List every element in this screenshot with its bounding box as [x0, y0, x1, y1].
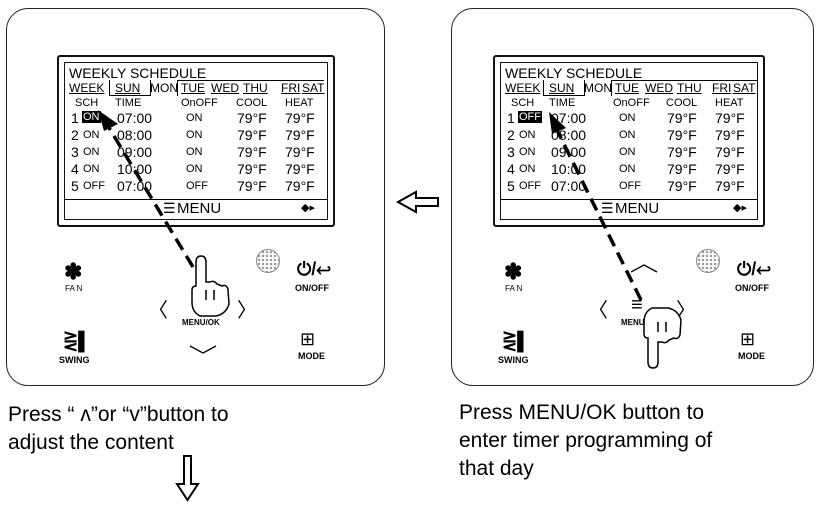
- day-sun: SUN: [115, 81, 141, 95]
- onoff-label: ON/OFF: [735, 283, 769, 293]
- menu-lines-icon: ≡: [631, 294, 643, 316]
- fan-icon: ✽: [504, 259, 523, 284]
- left-chevron-button[interactable]: 〈: [588, 300, 608, 322]
- lcd-display: WEEKLY SCHEDULE WEEK SUN MON TUE WED THU…: [500, 62, 758, 220]
- day-row: WEEK SUN MON TUE WED THU FRI SAT: [69, 80, 325, 96]
- schedule-row: 3 ON 09:00 ON 79°F 79°F: [71, 144, 315, 160]
- lcd-title: WEEKLY SCHEDULE: [505, 65, 643, 81]
- menu-ok-label: MENU/OK: [621, 318, 659, 327]
- chevron-up-icon: [630, 264, 658, 273]
- day-mon: MON: [150, 81, 178, 95]
- right-chevron-button[interactable]: 〉: [676, 300, 696, 322]
- day-tue: TUE: [181, 81, 205, 95]
- caption-left-line: adjust the content: [8, 431, 174, 454]
- swing-icon: ⋛▌: [63, 331, 91, 351]
- hdr-sch: SCH: [75, 97, 99, 109]
- menu-ok-button[interactable]: ≡ MENU/OK: [182, 294, 236, 334]
- nav-glyph-icon: ◆▸: [301, 202, 315, 214]
- menu-ok-button[interactable]: ≡ MENU/OK: [621, 294, 675, 334]
- swing-button[interactable]: ⋛▌ SWING: [496, 331, 536, 371]
- menu-ok-label: MENU/OK: [182, 318, 220, 327]
- lcd-screen-right: WEEKLY SCHEDULE WEEK SUN MON TUE WED THU…: [493, 55, 765, 227]
- day-selection-box: [543, 80, 585, 96]
- hdr-heat: HEAT: [285, 97, 314, 109]
- sch-selected: OFF: [518, 111, 542, 123]
- schedule-row: 1 ON 07:00 ON 79°F 79°F: [71, 110, 315, 126]
- swing-label: SWING: [498, 355, 529, 365]
- menu-lines-icon: ☰: [601, 200, 614, 216]
- lcd-screen-left: WEEKLY SCHEDULE WEEK SUN MON TUE WED THU…: [57, 55, 335, 227]
- mode-button[interactable]: ⊞ MODE: [295, 329, 335, 369]
- hdr-cool: COOL: [236, 97, 268, 109]
- caption-right-line: that day: [459, 457, 534, 480]
- sch-selected: ON: [82, 111, 101, 123]
- fan-button[interactable]: ✽ FA N: [58, 259, 98, 299]
- controller-panel-right: WEEKLY SCHEDULE WEEK SUN MON TUE WED THU…: [451, 8, 814, 386]
- power-button[interactable]: ⏻/↩ ON/OFF: [732, 259, 782, 299]
- up-button[interactable]: [629, 261, 659, 275]
- caption-right-line: enter timer programming of: [459, 429, 713, 452]
- lcd-menu-label: MENU: [177, 200, 222, 217]
- mode-grid-icon: ⊞: [740, 329, 756, 349]
- day-sat: SAT: [302, 81, 325, 95]
- nav-glyph-icon: ◆▸: [733, 202, 747, 214]
- swing-icon: ⋛▌: [502, 331, 530, 351]
- arrow-left-icon: [395, 190, 439, 214]
- schedule-row: 5 OFF 07:00 OFF 79°F 79°F: [507, 178, 745, 194]
- onoff-label: ON/OFF: [295, 283, 329, 293]
- fan-icon: ✽: [64, 259, 83, 284]
- schedule-row: 3 ON 09:00 ON 79°F 79°F: [507, 144, 745, 160]
- caption-left: Press “ ʌ”or “v”button to adjust the con…: [8, 401, 229, 457]
- day-thu: THU: [243, 81, 268, 95]
- arrow-down-icon: [175, 455, 200, 502]
- power-back-icon: ⏻/↩: [297, 259, 331, 279]
- fan-button[interactable]: ✽ FA N: [498, 259, 538, 299]
- day-selection-box-2: [177, 80, 324, 96]
- mode-button[interactable]: ⊞ MODE: [735, 329, 775, 369]
- menu-lines-icon: ≡: [192, 294, 204, 316]
- schedule-row: 1 OFF 07:00 ON 79°F 79°F: [507, 110, 745, 126]
- swing-button[interactable]: ⋛▌ SWING: [57, 331, 97, 371]
- sensor-icon: [256, 249, 280, 273]
- caption-right-line: Press MENU/OK button to: [459, 401, 705, 424]
- hdr-time: TIME: [115, 97, 142, 109]
- day-wed: WED: [211, 81, 239, 95]
- swing-label: SWING: [59, 355, 90, 365]
- schedule-row: 4 ON 10:00 ON 79°F 79°F: [71, 161, 315, 177]
- lcd-divider: [65, 199, 327, 200]
- fan-label: FA N: [505, 284, 523, 293]
- hdr-onoff: OnOFF: [181, 97, 218, 109]
- day-row: WEEK SUN MON TUE WED THU FRI SAT: [505, 80, 760, 96]
- controller-panel-left: WEEKLY SCHEDULE WEEK SUN MON TUE WED THU…: [6, 8, 385, 386]
- schedule-row: 4 ON 10:00 ON 79°F 79°F: [507, 161, 745, 177]
- up-button[interactable]: [188, 262, 218, 276]
- sensor-icon: [696, 249, 720, 273]
- chevron-down-icon: [189, 345, 217, 354]
- day-week: WEEK: [69, 81, 105, 95]
- left-chevron-button[interactable]: 〈: [148, 300, 168, 322]
- mode-label: MODE: [738, 351, 765, 361]
- lcd-title: WEEKLY SCHEDULE: [69, 65, 207, 81]
- day-fri: FRI: [281, 81, 301, 95]
- lcd-display: WEEKLY SCHEDULE WEEK SUN MON TUE WED THU…: [64, 62, 328, 220]
- schedule-row: 2 ON 08:00 ON 79°F 79°F: [507, 127, 745, 143]
- caption-right: Press MENU/OK button to enter timer prog…: [459, 399, 712, 483]
- mode-grid-icon: ⊞: [300, 329, 316, 349]
- mode-label: MODE: [298, 351, 325, 361]
- down-button[interactable]: [188, 343, 218, 361]
- day-selection-box-2: [611, 80, 758, 96]
- day-selection-box: [109, 80, 151, 96]
- menu-lines-icon: ☰: [163, 200, 176, 216]
- schedule-row: 5 OFF 07:00 OFF 79°F 79°F: [71, 178, 315, 194]
- power-back-icon: ⏻/↩: [737, 259, 771, 279]
- lcd-menu-label: MENU: [615, 200, 660, 217]
- power-button[interactable]: ⏻/↩ ON/OFF: [292, 259, 342, 299]
- caption-left-line: Press “ ʌ”or “v”button to: [8, 403, 229, 426]
- right-chevron-button[interactable]: 〉: [237, 300, 257, 322]
- fan-label: FA N: [65, 284, 83, 293]
- schedule-row: 2 ON 08:00 ON 79°F 79°F: [71, 127, 315, 143]
